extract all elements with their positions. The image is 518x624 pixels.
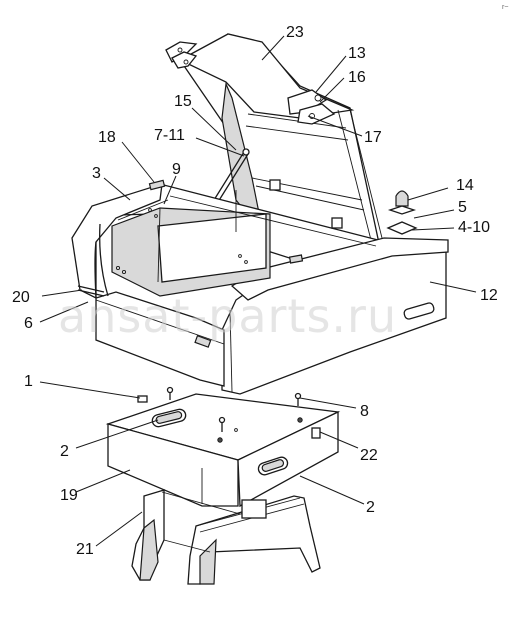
callout-15: 15	[174, 93, 192, 110]
callout-21: 21	[76, 541, 94, 558]
callout-12: 12	[480, 287, 498, 304]
watermark-text: ansat-parts.ru	[58, 289, 397, 343]
main-housing	[71, 179, 449, 395]
lid-latch	[287, 89, 336, 125]
callout-20: 20	[12, 289, 30, 306]
callout-7-11: 7-11	[154, 127, 185, 144]
callout-2-lower: 2	[366, 499, 375, 516]
callout-5: 5	[458, 199, 467, 216]
callout-16: 16	[348, 69, 366, 86]
callout-2-upper: 2	[60, 443, 69, 460]
lid-hinge-bracket	[165, 41, 198, 69]
callout-19: 19	[60, 487, 78, 504]
callout-13: 13	[348, 45, 366, 62]
support-stand	[131, 489, 321, 585]
callout-6: 6	[24, 315, 33, 332]
callout-labels: 23 13 16 15 17 7-11 18 9 3 14 5 4-10 12 …	[12, 24, 498, 558]
callout-8: 8	[360, 403, 369, 420]
lower-tray	[105, 386, 341, 508]
callout-9: 9	[172, 161, 181, 178]
callout-22: 22	[360, 447, 378, 464]
callout-23: 23	[286, 24, 304, 41]
callout-18: 18	[98, 129, 116, 146]
callout-4-10: 4-10	[458, 219, 490, 236]
leader-lines	[39, 35, 477, 547]
callout-14: 14	[456, 177, 474, 194]
callout-1: 1	[24, 373, 33, 390]
callout-17: 17	[364, 129, 382, 146]
callout-3: 3	[92, 165, 101, 182]
corner-mark: r~	[502, 4, 508, 11]
